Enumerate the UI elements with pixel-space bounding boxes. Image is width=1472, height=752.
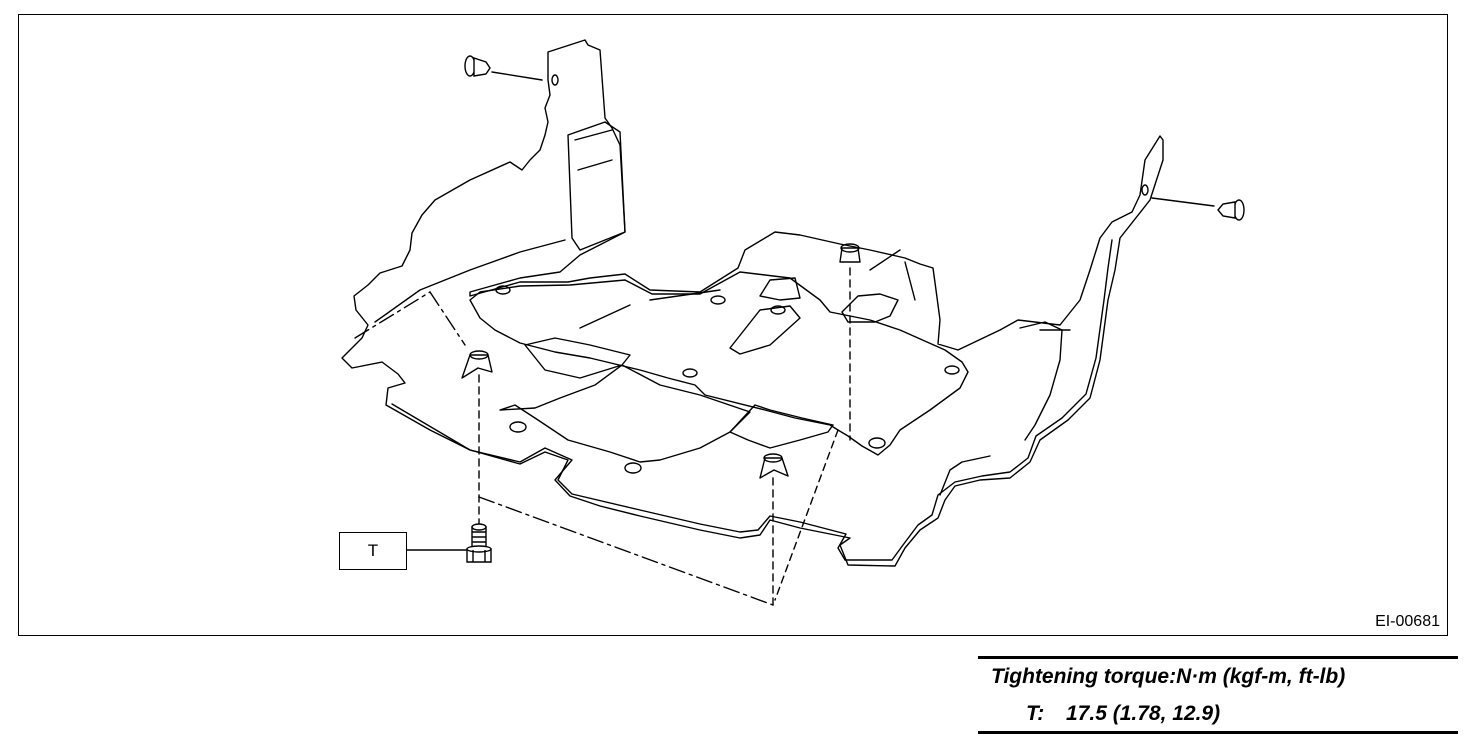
clip-right [1217,199,1245,221]
bolt-boss-left [461,350,493,379]
bolt [466,523,492,563]
torque-callout-box: T [339,532,407,570]
cutout-slot [729,305,801,355]
under-cover-outline [341,39,1164,567]
torque-table-header: Tightening torque:N·m (kgf-m, ft-lb) [991,665,1346,688]
cover-rim-line [391,239,1113,561]
inner-raised-panel [469,271,969,456]
bolt-boss-top [839,243,861,263]
clip-hole-markers [495,285,960,474]
front-flap [567,121,626,251]
figure-id-label: EI-00681 [1375,613,1440,630]
torque-callout-label: T [367,541,379,560]
bolt-boss-center [759,453,789,479]
torque-row-value: 17.5 (1.78, 12.9) [1066,702,1221,725]
table-top-rule [978,656,1458,659]
lower-left-panel [499,364,751,463]
torque-row-key: T: [1026,702,1045,725]
lower-center-panel [524,337,631,379]
diagram-frame [18,14,1448,636]
table-bottom-rule [978,731,1458,734]
torque-spec-table: Tightening torque:N·m (kgf-m, ft-lb) T: 1… [978,656,1458,734]
torque-row: T: 17.5 (1.78, 12.9) [1026,702,1220,726]
clip-left [464,55,491,77]
cutout-hole [841,293,899,323]
